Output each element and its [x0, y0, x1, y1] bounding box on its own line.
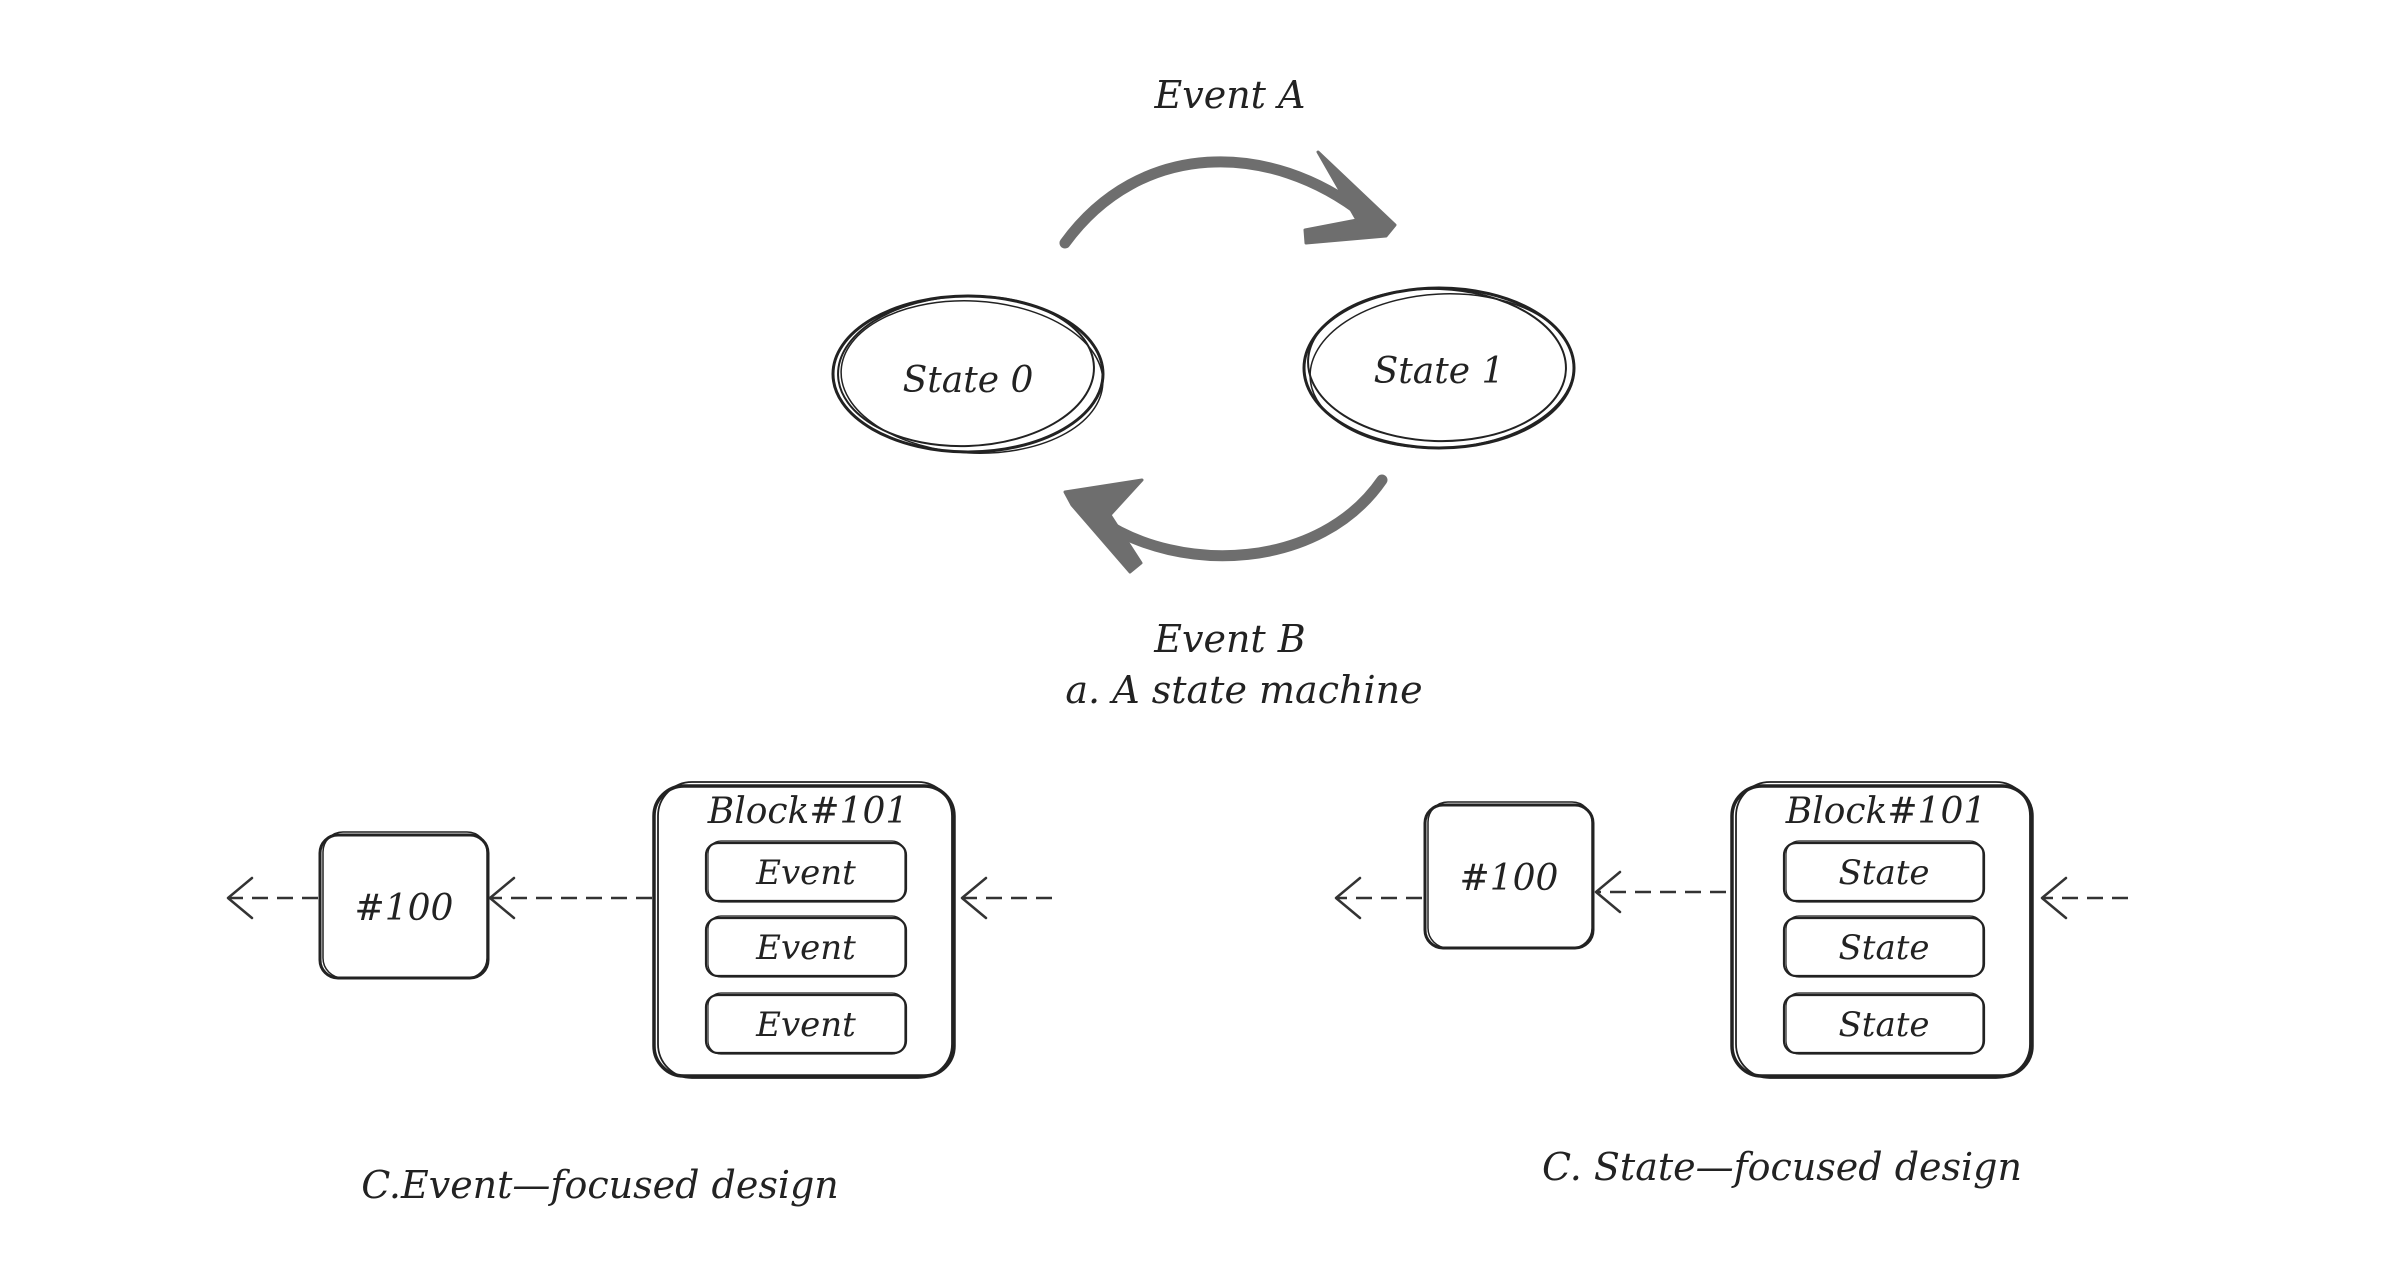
state-prev-block-label: #100 [1460, 858, 1559, 899]
state-item: State [1782, 840, 1986, 903]
event-item: Event [704, 915, 908, 978]
state-block-101: Block#101 State State State [1730, 781, 2034, 1079]
state-prev-block: #100 [1423, 801, 1595, 950]
state-1-node: State 1 [1302, 286, 1576, 450]
state-focused-caption: C. State—focused design [1542, 1145, 2022, 1189]
event-right-arrow [960, 876, 1052, 920]
event-middle-arrow [488, 876, 652, 920]
state-1-label: State 1 [1374, 351, 1505, 392]
state-item-label: State [1838, 853, 1929, 893]
state-item: State [1782, 992, 1986, 1055]
state-item: State [1782, 915, 1986, 978]
state-0-node: State 0 [831, 294, 1105, 454]
event-a-arrow [1059, 150, 1397, 249]
state-left-arrow [1334, 876, 1422, 920]
state-right-arrow [2040, 876, 2128, 920]
event-item-label: Event [755, 928, 856, 968]
state-focused-design: #100 Block#101 State State Sta [1334, 781, 2128, 1189]
event-focused-design: #100 Block#101 Event Event [226, 781, 1052, 1207]
event-b-arrow [1063, 474, 1388, 574]
event-b-label: Event B [1153, 617, 1305, 661]
state-block-title: Block#101 [1785, 791, 1987, 832]
state-machine: Event A State 0 State 1 Event B a. A sta… [831, 73, 1576, 712]
event-block-title: Block#101 [707, 791, 909, 832]
event-prev-block-label: #100 [355, 888, 454, 929]
state-item-label: State [1838, 1005, 1929, 1045]
event-block-101: Block#101 Event Event Event [652, 781, 956, 1079]
event-focused-caption: C.Event—focused design [361, 1163, 839, 1207]
event-prev-block: #100 [318, 831, 490, 980]
event-item: Event [704, 840, 908, 903]
state-middle-arrow [1594, 870, 1726, 914]
state-item-label: State [1838, 928, 1929, 968]
event-a-label: Event A [1154, 73, 1306, 117]
event-item-label: Event [755, 853, 856, 893]
state-0-label: State 0 [903, 360, 1034, 401]
event-item: Event [704, 992, 908, 1055]
event-item-label: Event [755, 1005, 856, 1045]
event-left-arrow [226, 876, 318, 920]
state-machine-caption: a. A state machine [1065, 668, 1422, 712]
